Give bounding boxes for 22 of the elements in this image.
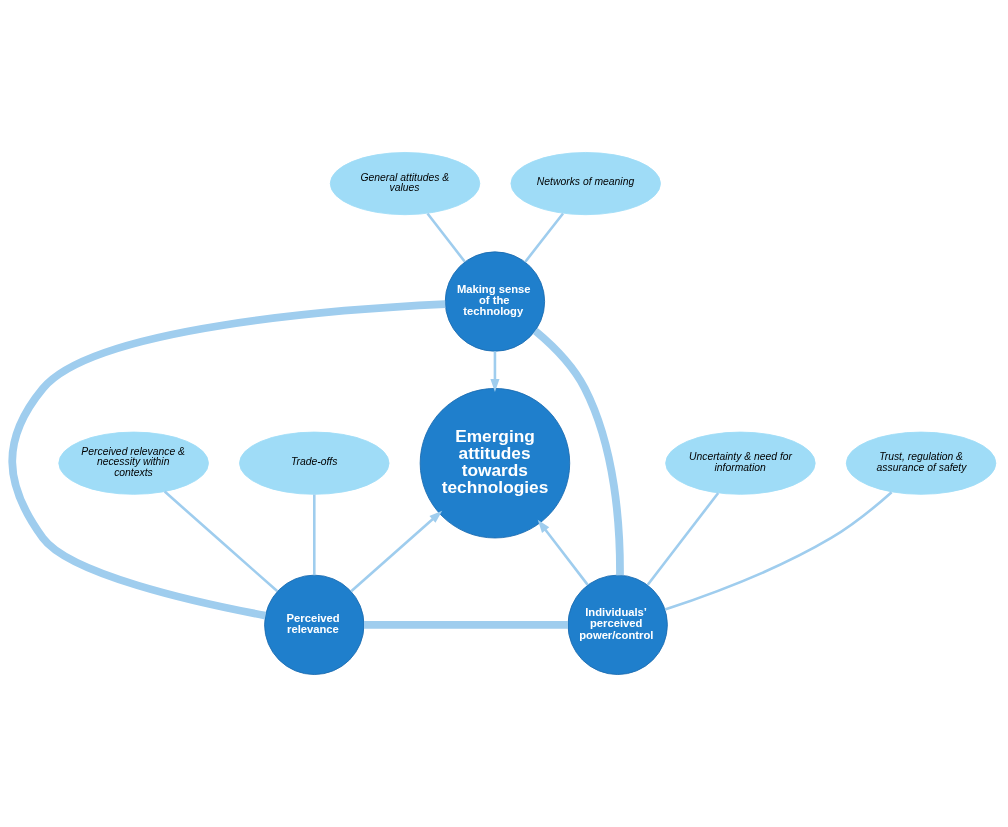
node-ellipse: Trade-offs (239, 431, 390, 495)
connector (313, 494, 316, 576)
node-circle: Making sense of the technology (444, 251, 546, 352)
connector (364, 620, 568, 629)
node-circle: Individuals’ perceived power/control (567, 574, 668, 675)
node-ellipse: Perceived relevance & necessity within contexts (58, 431, 209, 495)
connector (532, 327, 624, 576)
node-circle: Perceived relevance (264, 574, 365, 675)
arrow (490, 351, 500, 393)
connector (524, 212, 565, 263)
node-ellipse: Trust, regulation & assurance of safety (845, 431, 997, 495)
connector (646, 492, 720, 586)
node-ellipse: Uncertainty & need for information (665, 431, 816, 495)
node-ellipse: General attitudes & values (329, 152, 481, 216)
arrow (537, 519, 589, 586)
node-ellipse: Networks of meaning (510, 152, 661, 216)
connector (664, 491, 893, 611)
node-circle: Emerging attitudes towards technologies (419, 388, 571, 539)
connector (8, 300, 446, 620)
connector (163, 490, 279, 593)
arrow (350, 510, 443, 593)
connector (426, 212, 466, 263)
